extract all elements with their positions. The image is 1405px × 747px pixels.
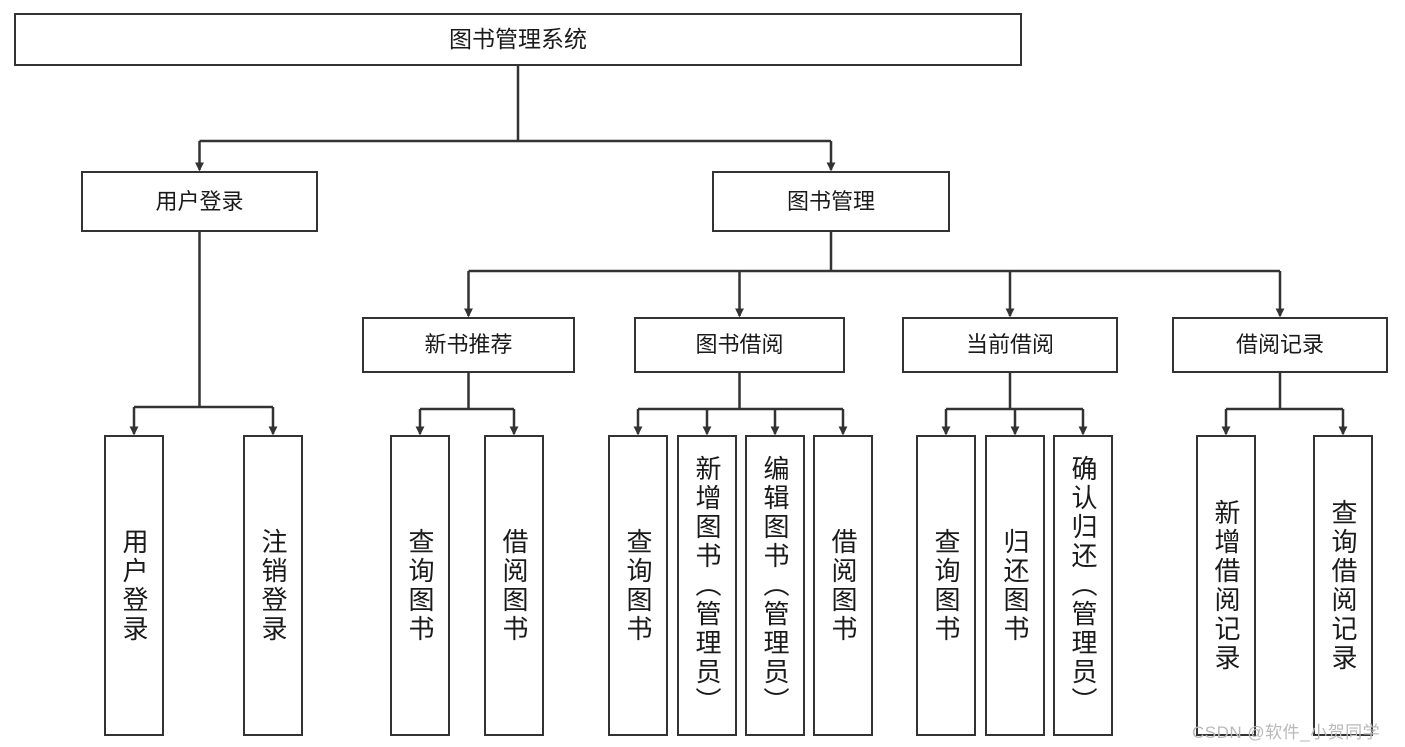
node-leaf_edit_book[interactable]: 编辑图书（管理员） xyxy=(745,435,805,736)
node-borrow_record[interactable]: 借阅记录 xyxy=(1172,317,1388,373)
node-label: 查询图书 xyxy=(623,527,653,644)
node-label: 图书借阅 xyxy=(695,332,784,358)
node-leaf_borrow_book_1[interactable]: 借阅图书 xyxy=(484,435,544,736)
node-leaf_user_login[interactable]: 用户登录 xyxy=(104,435,164,736)
node-root[interactable]: 图书管理系统 xyxy=(14,13,1022,66)
node-leaf_query_record[interactable]: 查询借阅记录 xyxy=(1313,435,1373,736)
node-label: 用户登录 xyxy=(155,188,244,214)
node-label: 图书管理 xyxy=(786,188,875,214)
node-leaf_query_book_1[interactable]: 查询图书 xyxy=(390,435,450,736)
node-label: 借阅图书 xyxy=(828,527,858,644)
node-book_mgmt[interactable]: 图书管理 xyxy=(712,171,950,232)
node-label: 查询图书 xyxy=(931,527,961,644)
node-leaf_add_book[interactable]: 新增图书（管理员） xyxy=(677,435,737,736)
node-leaf_query_book_3[interactable]: 查询图书 xyxy=(916,435,976,736)
node-label: 查询借阅记录 xyxy=(1328,498,1358,673)
node-leaf_borrow_book_2[interactable]: 借阅图书 xyxy=(813,435,873,736)
node-label: 编辑图书（管理员） xyxy=(760,455,790,716)
node-leaf_confirm_return[interactable]: 确认归还（管理员） xyxy=(1053,435,1113,736)
node-label: 查询图书 xyxy=(405,527,435,644)
node-label: 新增借阅记录 xyxy=(1211,498,1241,673)
node-label: 新增图书（管理员） xyxy=(692,455,722,716)
node-leaf_logout[interactable]: 注销登录 xyxy=(243,435,303,736)
node-leaf_query_book_2[interactable]: 查询图书 xyxy=(608,435,668,736)
node-current_borrow[interactable]: 当前借阅 xyxy=(902,317,1118,373)
node-leaf_return_book[interactable]: 归还图书 xyxy=(985,435,1045,736)
node-label: 归还图书 xyxy=(1000,527,1030,644)
node-label: 借阅记录 xyxy=(1235,332,1324,358)
node-label: 用户登录 xyxy=(119,527,149,644)
node-label: 新书推荐 xyxy=(424,332,513,358)
node-label: 确认归还（管理员） xyxy=(1068,455,1098,716)
node-label: 注销登录 xyxy=(258,527,288,644)
node-label: 图书管理系统 xyxy=(449,25,587,52)
node-new_book_rec[interactable]: 新书推荐 xyxy=(362,317,575,373)
node-label: 当前借阅 xyxy=(965,332,1054,358)
node-book_borrow[interactable]: 图书借阅 xyxy=(634,317,845,373)
node-label: 借阅图书 xyxy=(499,527,529,644)
node-leaf_add_record[interactable]: 新增借阅记录 xyxy=(1196,435,1256,736)
node-user_login[interactable]: 用户登录 xyxy=(81,171,318,232)
